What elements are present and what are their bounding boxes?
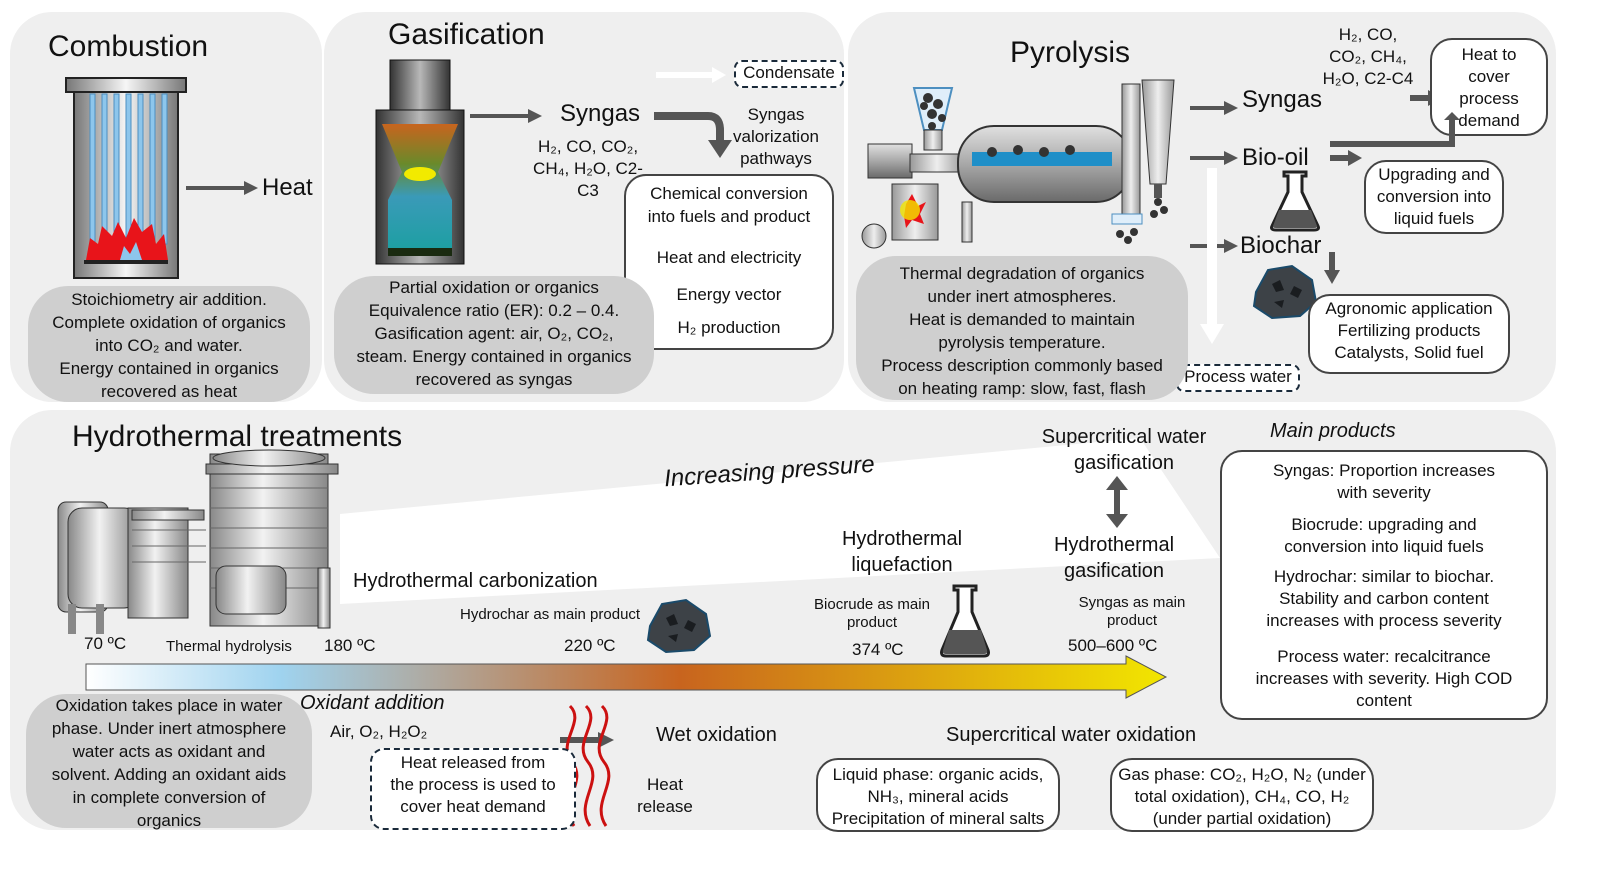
scw-gasification-label: Supercritical water gasification	[1041, 426, 1207, 474]
pyrolysis-reactor-icon	[861, 79, 1175, 249]
combustion-heat-arrow	[186, 181, 258, 195]
process-water-box: Process water	[1176, 364, 1300, 392]
hydrothermal-reactors-icon	[57, 449, 339, 634]
biooil-flask-icon	[1270, 170, 1320, 232]
oxidant-addition-label: Oxidant addition	[300, 692, 445, 714]
combustion-heat-label: Heat	[262, 174, 313, 201]
main-products-title: Main products	[1270, 420, 1396, 442]
pyrolysis-gas-composition: H₂, CO, CO₂, CH₄, H₂O, C2-C4	[1322, 25, 1414, 88]
temp-70: 70 ºC	[84, 634, 127, 653]
biooil-to-upgrading-arrow	[1330, 150, 1362, 166]
gasifier-reactor-icon	[375, 59, 465, 265]
htg-label: Hydrothermal gasification	[1053, 534, 1175, 582]
htl-label: Hydrothermal liquefaction	[841, 528, 963, 576]
wet-oxidation-label: Wet oxidation	[656, 724, 777, 746]
agronomic-box: Agronomic application Fertilizing produc…	[1308, 294, 1510, 374]
heat-released-box: Heat released from the process is used t…	[370, 748, 576, 830]
main-products-box: Syngas: Proportion increases with severi…	[1220, 450, 1548, 720]
syngas-valorization-label: Syngas valorization pathways	[733, 105, 819, 168]
pyrolysis-biooil-arrow	[1190, 151, 1238, 165]
pyrolysis-biooil-label: Bio-oil	[1242, 144, 1309, 171]
temp-220: 220 ºC	[564, 636, 616, 655]
gasification-syngas-composition: H₂, CO, CO₂, CH₄, H₂O, C2- C3	[533, 137, 643, 200]
gas-phase-box: Gas phase: CO₂, H₂O, N₂ (under total oxi…	[1110, 758, 1374, 832]
upgrading-box: Upgrading and conversion into liquid fue…	[1364, 160, 1504, 234]
pyrolysis-biochar-label: Biochar	[1240, 232, 1322, 259]
biocrude-flask-icon	[940, 584, 990, 658]
temp-180: 180 ºC	[324, 636, 376, 655]
biochar-to-agronomic-arrow	[1324, 252, 1340, 284]
pyrolysis-syngas-arrow	[1190, 101, 1238, 115]
oxidation-description: Oxidation takes place in water phase. Un…	[26, 694, 312, 830]
thermal-hydrolysis-label: Thermal hydrolysis	[166, 638, 292, 655]
temp-374: 374 ºC	[852, 640, 904, 659]
temperature-gradient-arrow	[85, 655, 1168, 699]
htc-label: Hydrothermal carbonization	[353, 570, 598, 592]
temp-500-600: 500–600 ºC	[1068, 636, 1158, 655]
pressure-wedge	[340, 438, 1220, 604]
combustion-furnace-icon	[65, 77, 187, 279]
hydrochar-main-label: Hydrochar as main product	[460, 606, 641, 623]
gasification-description: Partial oxidation or organics Equivalenc…	[334, 276, 654, 394]
gasification-title: Gasification	[388, 18, 545, 51]
pyrolysis-syngas-label: Syngas	[1242, 86, 1323, 113]
gasifier-to-syngas-arrow	[470, 109, 542, 123]
process-water-arrow	[1200, 168, 1224, 344]
liquid-phase-box: Liquid phase: organic acids, NH₃, minera…	[816, 758, 1060, 832]
biooil-to-heat-arrow	[1330, 112, 1460, 147]
scw-double-arrow	[1106, 476, 1128, 528]
scwo-label: Supercritical water oxidation	[946, 724, 1197, 746]
heat-release-label: Heat release	[637, 775, 693, 816]
condensate-arrow	[656, 67, 726, 83]
syngas-pathways-box: Chemical conversion into fuels and produ…	[624, 174, 834, 350]
oxidants-label: Air, O₂, H₂O₂	[330, 722, 428, 741]
pyrolysis-description: Thermal degradation of organics under in…	[856, 256, 1188, 400]
syngas-main-label: Syngas as main product	[1078, 594, 1186, 629]
condensate-box: Condensate	[734, 60, 844, 88]
gasification-syngas-label: Syngas	[560, 100, 641, 127]
biocrude-main-label: Biocrude as main product	[814, 596, 930, 631]
hydrothermal-title: Hydrothermal treatments	[72, 420, 403, 453]
syngas-to-pathways-arrow	[654, 112, 732, 158]
combustion-title: Combustion	[48, 30, 209, 63]
hydrochar-rock-icon	[646, 598, 712, 654]
pyrolysis-title: Pyrolysis	[1010, 36, 1131, 69]
combustion-description: Stoichiometry air addition. Complete oxi…	[28, 286, 310, 402]
